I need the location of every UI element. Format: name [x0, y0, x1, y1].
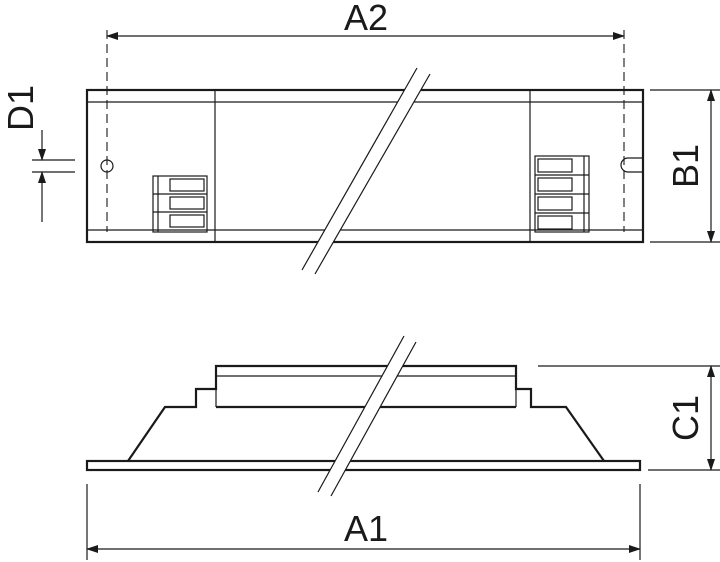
dimension-c1: C1 [538, 365, 720, 471]
mounting-slot-icon [620, 157, 643, 173]
dimension-b1: B1 [650, 89, 720, 243]
dimension-a1: A1 [86, 484, 641, 560]
left-terminal-block [152, 175, 208, 233]
a2-label: A2 [344, 0, 388, 38]
dimension-d1: D1 [0, 85, 75, 222]
c1-label: C1 [665, 395, 706, 441]
b1-label: B1 [665, 144, 706, 188]
side-view [85, 335, 642, 497]
side-body-profile [127, 364, 605, 462]
right-terminal-block [534, 155, 590, 233]
mounting-hole-icon [100, 159, 114, 173]
break-symbol-bottom [317, 335, 417, 497]
base-plate [85, 459, 642, 472]
break-symbol-top [301, 67, 431, 275]
dimension-a2: A2 [106, 0, 625, 40]
d1-label: D1 [0, 85, 41, 131]
a1-label: A1 [344, 508, 388, 549]
top-view-outline [85, 88, 645, 244]
top-view [85, 30, 645, 275]
